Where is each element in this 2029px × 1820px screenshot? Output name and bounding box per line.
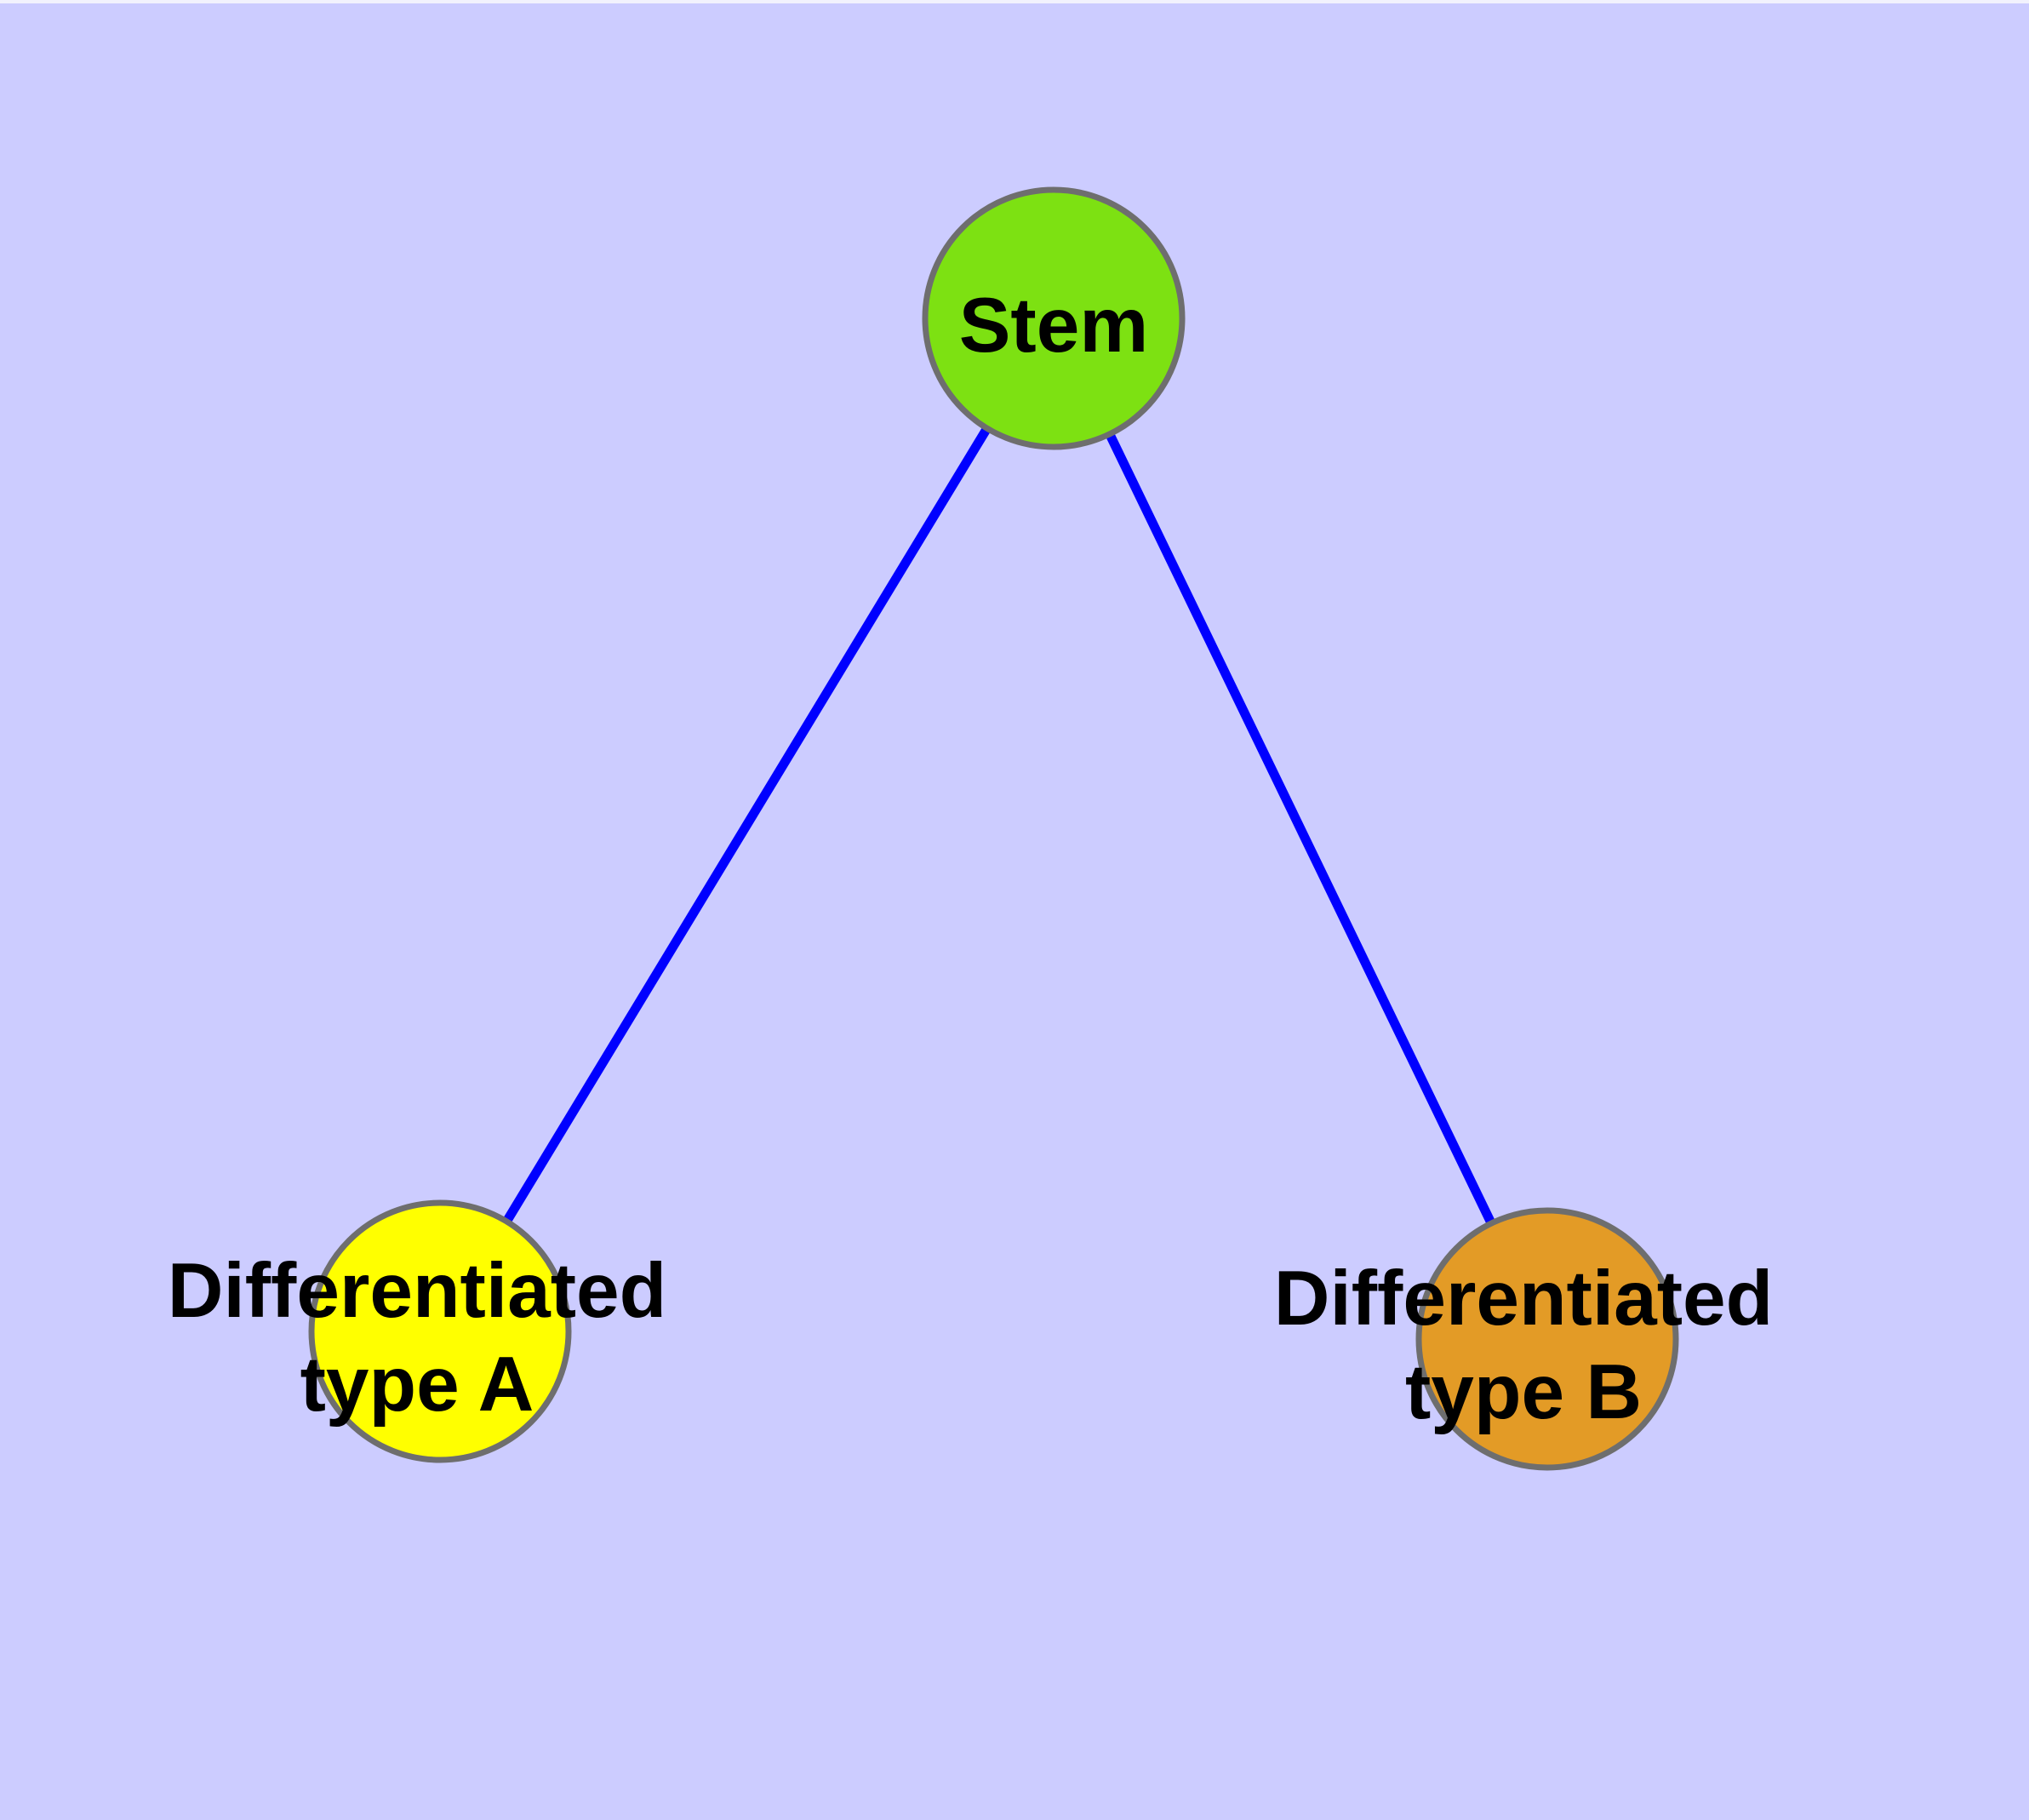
node-differentiated-type-b xyxy=(1415,1207,1679,1471)
node-stem-label: Stem xyxy=(959,283,1149,369)
top-edge-highlight xyxy=(0,0,2029,3)
node-type-b-label-line2: type B xyxy=(1405,1349,1642,1435)
edge-stem-to-type-b xyxy=(1049,316,1552,1342)
node-type-a-label-line2: type A xyxy=(300,1342,534,1428)
node-type-a-label-line1: Differentiated xyxy=(168,1248,667,1334)
node-differentiated-type-a xyxy=(308,1199,572,1463)
edge-stem-to-type-a xyxy=(436,316,1058,1334)
node-type-b-label-line1: Differentiated xyxy=(1274,1256,1774,1342)
node-stem xyxy=(922,186,1186,450)
